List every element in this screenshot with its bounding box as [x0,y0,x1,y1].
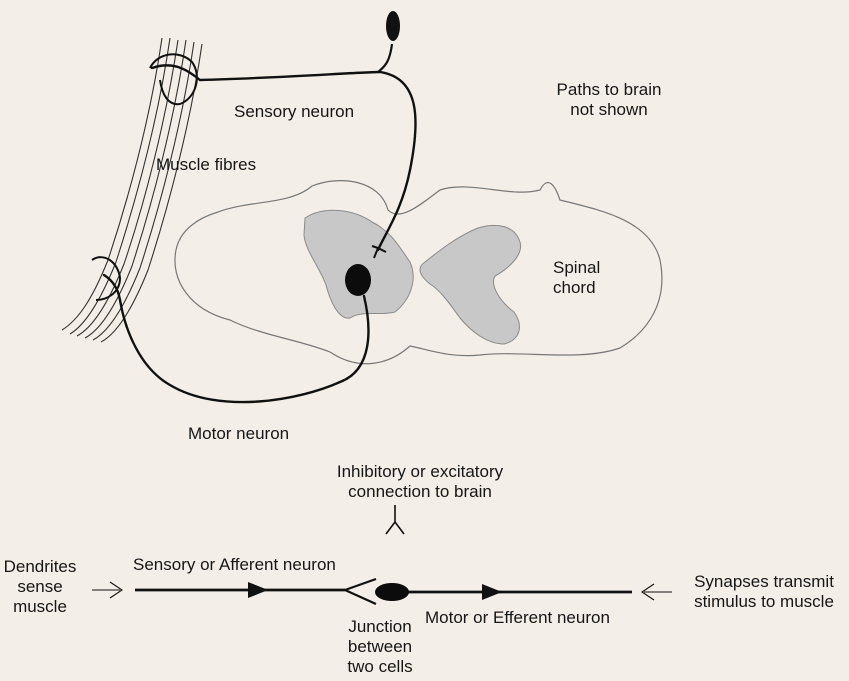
synapses-line-2: stimulus to muscle [680,592,848,612]
sensory-cell-body-ending [386,11,400,41]
inhibitory-excitatory-label: Inhibitory or excitatory connection to b… [305,462,535,502]
spinal-cord-label: Spinal chord [553,258,600,298]
sensory-neuron-label: Sensory neuron [234,102,354,122]
dendrites-arrow [92,582,122,598]
grey-matter-right [420,225,521,344]
motor-cell-body [345,264,371,296]
junction-label: Junction between two cells [325,617,435,677]
junction-line-3: two cells [325,657,435,677]
sensory-ending-loop [150,54,197,104]
sensory-afferent-label: Sensory or Afferent neuron [133,555,336,575]
synapses-line-1: Synapses transmit [680,572,848,592]
motor-neuron-label: Motor neuron [188,424,289,444]
sensory-branch-up [378,44,392,72]
spinal-cord-line-2: chord [553,278,600,298]
junction-cell-body [375,583,409,601]
motor-direction-arrowhead [482,584,502,600]
dendrites-line-1: Dendrites [0,557,80,577]
junction-line-1: Junction [325,617,435,637]
motor-efferent-label: Motor or Efferent neuron [425,608,610,628]
brain-connection-stem [386,505,404,534]
spinal-cord-line-1: Spinal [553,258,600,278]
sensory-direction-arrowhead [248,582,268,598]
synapses-label: Synapses transmit stimulus to muscle [680,572,848,612]
synapses-arrow [642,584,672,600]
dendrites-line-2: sense [0,577,80,597]
dendrites-line-3: muscle [0,597,80,617]
paths-note-line-2: not shown [544,100,674,120]
muscle-fibres-label: Muscle fibres [156,155,256,175]
junction-fork [345,579,376,604]
inhibitory-line-1: Inhibitory or excitatory [305,462,535,482]
paths-note-line-1: Paths to brain [544,80,674,100]
dendrites-label: Dendrites sense muscle [0,557,80,617]
paths-to-brain-note: Paths to brain not shown [544,80,674,120]
junction-line-2: between [325,637,435,657]
inhibitory-line-2: connection to brain [305,482,535,502]
muscle-fibres-bundle [62,38,202,342]
